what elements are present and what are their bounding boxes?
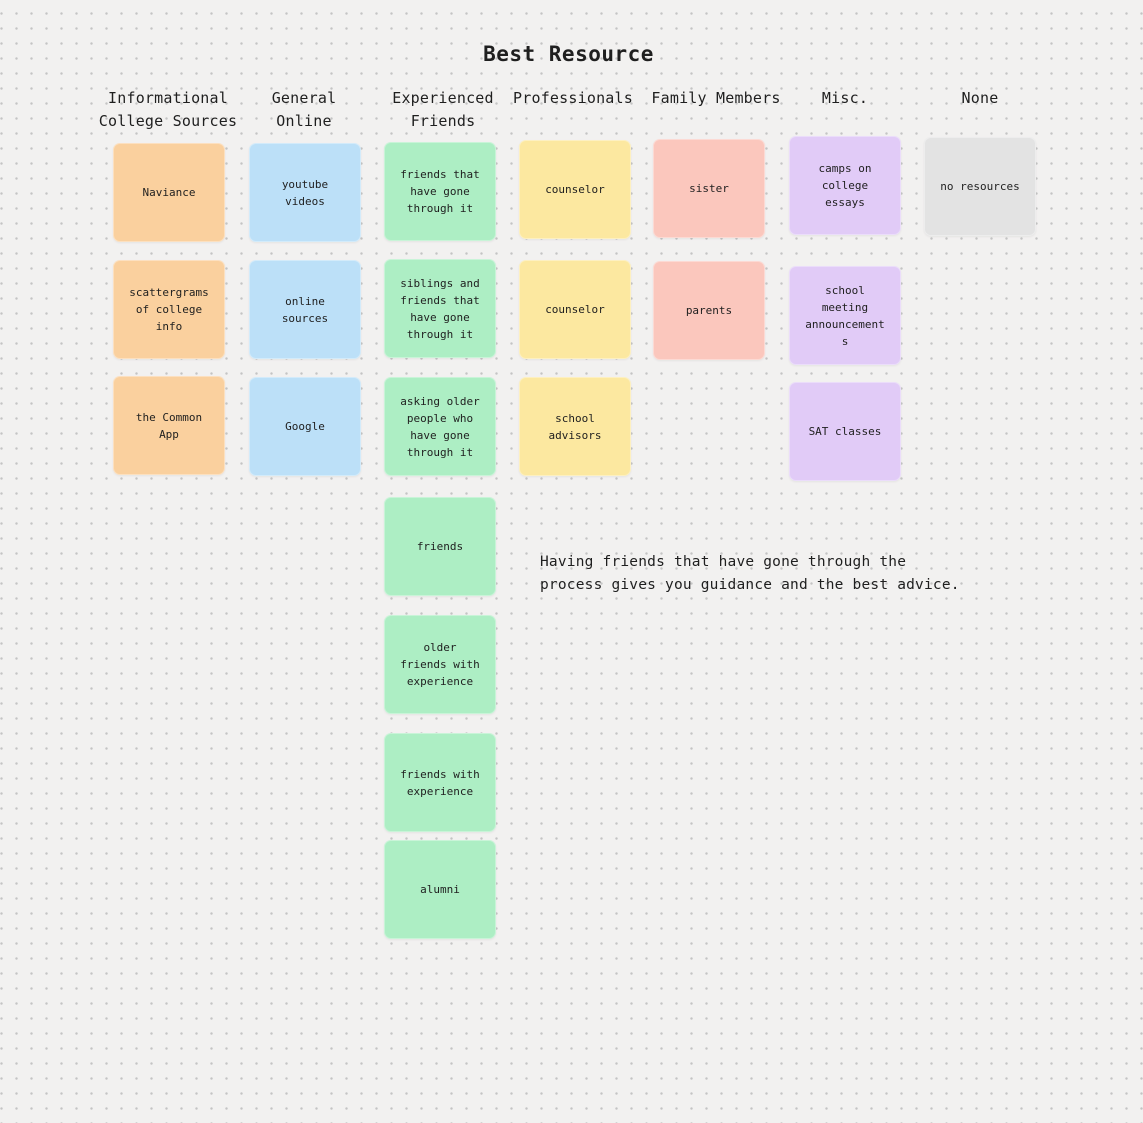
sticky-note-text: asking older people who have gone throug… xyxy=(400,394,480,459)
sticky-note[interactable]: youtube videos xyxy=(249,143,361,242)
sticky-note-text: online sources xyxy=(281,294,329,325)
sticky-note-text: Google xyxy=(285,420,325,433)
sticky-note-text: friends with experience xyxy=(400,767,480,798)
sticky-note[interactable]: older friends with experience xyxy=(384,615,496,714)
sticky-note-text: youtube videos xyxy=(281,177,329,208)
sticky-note[interactable]: alumni xyxy=(384,840,496,939)
column-header-experienced-friends[interactable]: Experienced Friends xyxy=(392,89,494,130)
sticky-note-text: scattergrams of college info xyxy=(129,286,209,333)
sticky-note[interactable]: friends that have gone through it xyxy=(384,142,496,241)
column-header-professionals[interactable]: Professionals xyxy=(513,89,633,107)
sticky-note[interactable]: siblings and friends that have gone thro… xyxy=(384,259,496,358)
sticky-note[interactable]: Google xyxy=(249,377,361,476)
sticky-note[interactable]: no resources xyxy=(924,137,1036,236)
column-header-general-online[interactable]: General Online xyxy=(271,89,337,130)
sticky-note-text: school advisors xyxy=(548,411,602,442)
sticky-note[interactable]: friends with experience xyxy=(384,733,496,832)
sticky-note[interactable]: SAT classes xyxy=(789,382,901,481)
sticky-note[interactable]: asking older people who have gone throug… xyxy=(384,377,496,476)
sticky-note-text: no resources xyxy=(940,180,1020,193)
sticky-note-text: SAT classes xyxy=(808,425,882,438)
sticky-note-text: parents xyxy=(685,304,733,317)
annotation-text[interactable]: Having friends that have gone through th… xyxy=(540,554,960,593)
sticky-note-text: older friends with experience xyxy=(400,641,480,688)
sticky-note[interactable]: school advisors xyxy=(519,377,631,476)
column-header-misc[interactable]: Misc. xyxy=(821,89,869,107)
sticky-note-text: siblings and friends that have gone thro… xyxy=(400,276,480,341)
sticky-note-text: friends xyxy=(416,540,464,553)
sticky-note[interactable]: friends xyxy=(384,497,496,596)
sticky-note-text: school meeting announcements xyxy=(805,283,885,348)
sticky-note[interactable]: parents xyxy=(653,261,765,360)
sticky-note[interactable]: counselor xyxy=(519,140,631,239)
sticky-note-text: counselor xyxy=(545,183,605,196)
sticky-note-text: sister xyxy=(689,182,729,195)
column-header-family-members[interactable]: Family Members xyxy=(651,89,781,107)
column-header-informational-college-sources[interactable]: Informational College Sources xyxy=(98,89,238,130)
sticky-note[interactable]: scattergrams of college info xyxy=(113,260,225,359)
sticky-note-text: counselor xyxy=(545,303,605,316)
sticky-note[interactable]: Naviance xyxy=(113,143,225,242)
column-header-none[interactable]: None xyxy=(961,89,999,107)
sticky-note[interactable]: online sources xyxy=(249,260,361,359)
sticky-note-text: Naviance xyxy=(142,186,196,199)
sticky-note[interactable]: sister xyxy=(653,139,765,238)
board-title[interactable]: Best Resource xyxy=(483,42,654,66)
sticky-note-text: alumni xyxy=(420,883,460,896)
sticky-note-text: friends that have gone through it xyxy=(400,168,480,215)
sticky-note[interactable]: the Common App xyxy=(113,376,225,475)
sticky-note[interactable]: counselor xyxy=(519,260,631,359)
sticky-note-text: camps on college essays xyxy=(818,162,872,209)
sticky-note[interactable]: school meeting announcements xyxy=(789,266,901,365)
sticky-note-text: the Common App xyxy=(135,410,203,441)
sticky-note[interactable]: camps on college essays xyxy=(789,136,901,235)
